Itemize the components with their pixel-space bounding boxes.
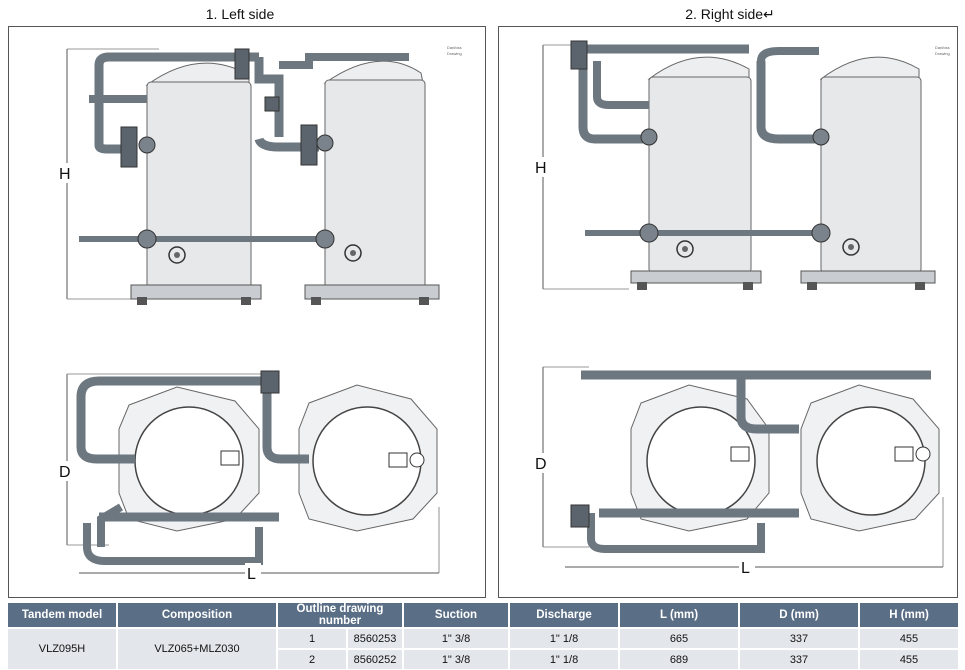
cell-discharge: 1" 1/8: [509, 648, 620, 669]
left-side-drawing: H Danfoss D: [57, 45, 462, 583]
cell-l: 689: [619, 648, 740, 669]
header-tandem-model: Tandem model: [8, 603, 118, 628]
cell-l: 665: [619, 627, 740, 649]
compressor-2-body-right: [820, 76, 922, 274]
left-side-title: 1. Left side: [205, 6, 275, 22]
header-h-mm: H (mm): [859, 603, 958, 628]
dim-h-label-right: H: [535, 160, 547, 177]
cell-discharge: 1" 1/8: [509, 627, 620, 649]
dim-l-label-right: L: [741, 560, 750, 577]
dim-h-label: H: [59, 166, 71, 183]
left-side-drawing-panel: H Danfoss D: [8, 26, 486, 598]
compressor-1-body: [146, 81, 252, 289]
right-side-drawing: H Danfoss Drawing D: [533, 40, 950, 577]
dim-d-label: D: [59, 464, 71, 481]
svg-text:Drawing: Drawing: [935, 51, 950, 56]
cell-d: 337: [739, 627, 860, 649]
table-row: 2 8560252 1" 3/8 1" 1/8 689 337 455: [8, 648, 958, 669]
header-composition: Composition: [117, 603, 278, 628]
cell-drawing-number: 8560253: [347, 627, 404, 649]
cell-composition: VLZ065+MLZ030: [117, 627, 278, 669]
cell-d: 337: [739, 648, 860, 669]
tandem-spec-table: Tandem model Composition Outline drawing…: [8, 603, 958, 669]
cell-h: 455: [859, 627, 958, 649]
header-outline-drawing-number: Outline drawing number: [277, 603, 404, 628]
header-d-mm: D (mm): [739, 603, 860, 628]
cell-drawing-number: 8560252: [347, 648, 404, 669]
right-side-title: 2. Right side↵: [685, 6, 775, 22]
cell-suction: 1" 3/8: [403, 648, 510, 669]
cell-side: 2: [277, 648, 348, 669]
cell-h: 455: [859, 648, 958, 669]
cell-model: VLZ095H: [8, 627, 118, 669]
dim-d-label-right: D: [535, 456, 547, 473]
table-row: VLZ095H VLZ065+MLZ030 1 8560253 1" 3/8 1…: [8, 627, 958, 669]
compressor-2-body: [324, 79, 426, 289]
header-discharge: Discharge: [509, 603, 620, 628]
table-header-row: Tandem model Composition Outline drawing…: [8, 603, 958, 628]
svg-text:Danfoss: Danfoss: [447, 45, 462, 50]
compressor-1-body-right: [648, 76, 752, 274]
header-suction: Suction: [403, 603, 510, 628]
discharge-pipe: [94, 52, 259, 129]
svg-text:Danfoss: Danfoss: [935, 45, 950, 50]
cell-suction: 1" 3/8: [403, 627, 510, 649]
right-side-drawing-panel: H Danfoss Drawing D: [498, 26, 958, 598]
cell-side: 1: [277, 627, 348, 649]
dim-l-label: L: [247, 566, 256, 583]
header-l-mm: L (mm): [619, 603, 740, 628]
svg-text:Drawing: Drawing: [447, 51, 462, 56]
